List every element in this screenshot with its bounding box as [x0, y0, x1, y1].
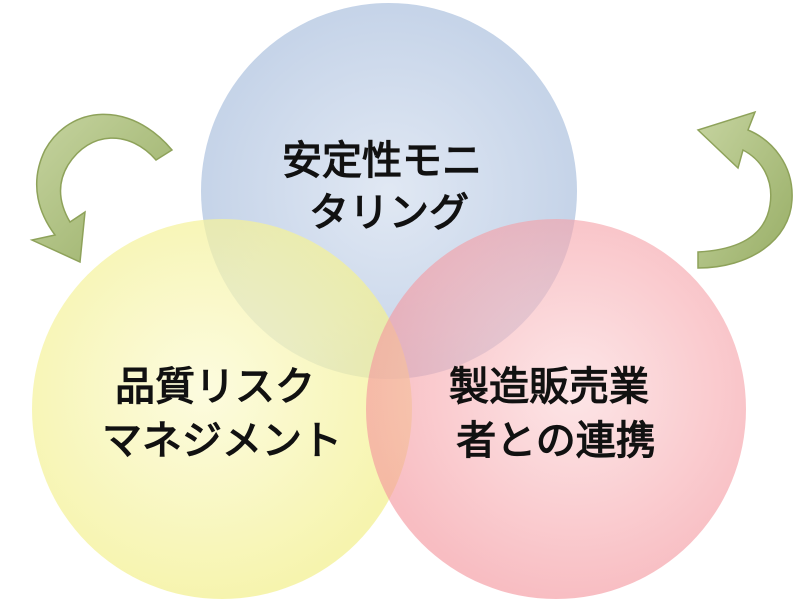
label-line: タリング [309, 190, 469, 236]
label-line: マネジメント [102, 418, 342, 464]
left-curved-arrow-icon [29, 113, 174, 264]
right-curved-arrow-icon [696, 110, 793, 269]
label-stability-monitoring: 安定性モニ タリング [282, 138, 496, 236]
circle-quality-risk-management [32, 219, 412, 599]
circle-manufacturer-collaboration [366, 219, 746, 599]
label-line: 安定性モニ [282, 138, 482, 184]
label-line: 製造販売業 [449, 364, 649, 410]
label-line: 者との連携 [456, 418, 656, 464]
label-line: 品質リスク [115, 364, 315, 410]
label-manufacturer-collaboration: 製造販売業 者との連携 [449, 364, 663, 464]
label-quality-risk-management: 品質リスク マネジメント [102, 364, 342, 464]
